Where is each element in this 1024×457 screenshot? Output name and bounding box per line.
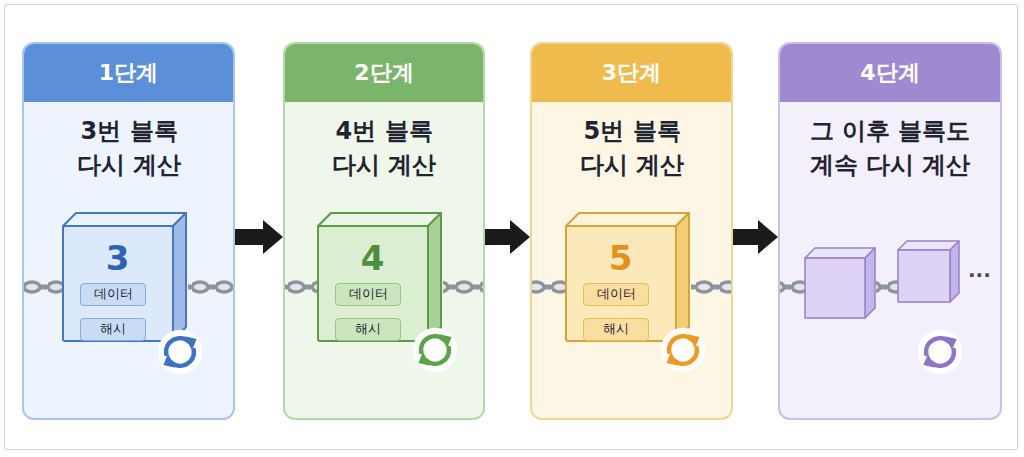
cube-face xyxy=(898,250,950,302)
refresh-icon xyxy=(413,328,457,372)
step-panel: 2단계 4번 블록 다시 계산 4 데이터해시 xyxy=(283,42,485,420)
step-panel: 3단계 5번 블록 다시 계산 5 데이터해시 xyxy=(530,42,733,420)
cube-face xyxy=(805,248,875,258)
flow-arrow xyxy=(485,220,530,254)
block-field-text: 데이터 xyxy=(81,284,145,304)
cube-face xyxy=(805,258,865,318)
chain-link xyxy=(532,279,565,295)
block-cube: 3 데이터해시 xyxy=(62,212,187,342)
ellipsis-label: ... xyxy=(968,258,1008,282)
cube-face xyxy=(173,213,186,341)
cube-face xyxy=(318,213,441,226)
step-description: 그 이후 블록도 계속 다시 계산 xyxy=(800,114,980,182)
step-description: 5번 블록 다시 계산 xyxy=(562,114,702,182)
block-field: 해시 xyxy=(80,318,146,341)
block-field: 해시 xyxy=(583,318,649,341)
chain-link xyxy=(876,279,898,295)
block-field-text: 데이터 xyxy=(336,284,400,304)
step-panel: 4단계그 이후 블록도 계속 다시 계산 xyxy=(778,42,1002,420)
chain-link xyxy=(285,279,317,295)
step-header: 2단계 xyxy=(285,44,483,102)
chain-link xyxy=(443,279,483,295)
chain-link xyxy=(780,279,805,295)
block-cube: 5 데이터해시 xyxy=(565,212,690,342)
block-field: 해시 xyxy=(335,318,401,341)
chain-link xyxy=(188,279,233,295)
block-number: 5 xyxy=(565,238,676,278)
step-description: 3번 블록 다시 계산 xyxy=(59,114,199,182)
cube-face xyxy=(63,226,173,341)
block-field: 데이터 xyxy=(583,283,649,306)
cube-face xyxy=(950,241,959,302)
cube-face xyxy=(898,241,959,250)
step-header: 3단계 xyxy=(532,44,731,102)
cube-face xyxy=(865,248,875,318)
refresh-icon xyxy=(661,328,705,372)
cube-face xyxy=(566,226,676,341)
cube-face xyxy=(566,213,689,226)
cube-face xyxy=(676,213,689,341)
block-field-text: 데이터 xyxy=(584,284,648,304)
step-description: 4번 블록 다시 계산 xyxy=(314,114,454,182)
block-number: 4 xyxy=(317,238,428,278)
block-cube: 4 데이터해시 xyxy=(317,212,442,342)
block-number: 3 xyxy=(62,238,173,278)
cube-face xyxy=(318,226,428,341)
block-illustration xyxy=(805,241,959,318)
block-field-text: 해시 xyxy=(81,319,145,339)
block-field-text: 해시 xyxy=(336,319,400,339)
block-field-text: 해시 xyxy=(584,319,648,339)
refresh-icon xyxy=(918,330,962,374)
block-field: 데이터 xyxy=(335,283,401,306)
chain-link xyxy=(691,279,731,295)
cube-face xyxy=(428,213,441,341)
flow-arrow xyxy=(733,220,778,254)
chain-link xyxy=(24,279,62,295)
refresh-icon xyxy=(158,330,202,374)
flow-arrow xyxy=(235,220,283,254)
step-panel: 1단계 3번 블록 다시 계산 3 데이터해시 xyxy=(22,42,235,420)
cube-face xyxy=(63,213,186,226)
block-field: 데이터 xyxy=(80,283,146,306)
step-header: 4단계 xyxy=(780,44,1000,102)
step-header: 1단계 xyxy=(24,44,233,102)
